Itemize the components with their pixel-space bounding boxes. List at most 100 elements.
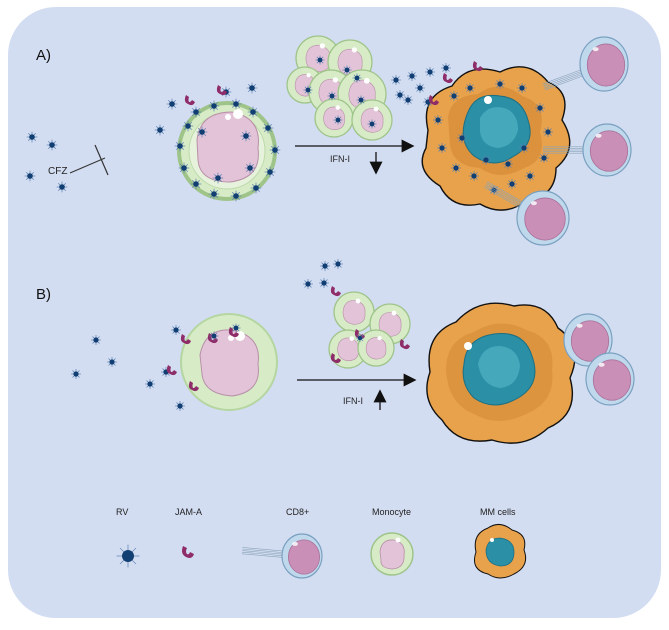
- panel-a-label: A): [36, 47, 51, 64]
- legend-label-mm-cells: MM cells: [480, 507, 516, 517]
- virus-icon: [449, 91, 459, 101]
- virus-icon: [246, 82, 258, 94]
- virus-icon: [116, 544, 140, 568]
- receptor-icon: [216, 85, 227, 96]
- virus-icon: [269, 144, 281, 156]
- virus-icon: [441, 63, 451, 73]
- virus-icon: [433, 115, 443, 125]
- mm-cell-icon: [474, 524, 527, 579]
- virus-icon: [525, 171, 535, 181]
- receptor-icon: [442, 73, 453, 84]
- virus-icon: [342, 65, 352, 75]
- virus-icon: [465, 83, 475, 93]
- virus-icon: [539, 153, 549, 163]
- virus-icon: [457, 133, 467, 143]
- virus-icon: [196, 126, 208, 138]
- legend-label-rv: RV: [116, 507, 128, 517]
- receptor-icon: [207, 333, 218, 344]
- virus-icon: [319, 278, 329, 288]
- cd8-cell: [563, 313, 613, 367]
- virus-icon: [489, 185, 499, 195]
- virus-icon: [481, 155, 491, 165]
- virus-icon: [333, 259, 343, 269]
- virus-icon: [320, 261, 330, 271]
- virus-icon: [495, 79, 505, 89]
- virus-icon: [230, 98, 242, 110]
- panel-b-label: B): [36, 286, 51, 303]
- virus-icon: [352, 73, 362, 83]
- virus-icon: [208, 100, 220, 112]
- cd8-cells-a: [484, 36, 632, 246]
- virus-icon: [327, 91, 337, 101]
- virus-icon: [264, 166, 276, 178]
- virus-icon: [26, 131, 38, 143]
- cd8-cell: [484, 181, 570, 246]
- receptor-icon: [330, 286, 341, 297]
- virus-icon: [425, 67, 435, 77]
- receptor-icon: [354, 329, 365, 340]
- monocyte-icon: [370, 532, 414, 576]
- virus-icon: [209, 331, 219, 341]
- virus-cluster-mm-a: [391, 61, 553, 195]
- virus-icon: [415, 83, 425, 93]
- virus-icon: [24, 170, 36, 182]
- legend: RV JAM-A CD8+ Monocyte MM cells: [116, 507, 527, 579]
- cd8-cell: [542, 36, 629, 92]
- virus-icon: [407, 71, 417, 81]
- legend-label-cd8: CD8+: [286, 507, 309, 517]
- free-virus-group-b: [71, 259, 343, 411]
- cfz-label: CFZ: [48, 166, 67, 177]
- virus-icon: [145, 379, 155, 389]
- virus-icon: [154, 124, 166, 136]
- monocyte-cluster-b: [328, 286, 411, 369]
- virus-icon: [403, 95, 413, 105]
- mm-cell-a: [421, 66, 571, 211]
- virus-icon: [543, 127, 553, 137]
- virus-icon: [244, 162, 256, 174]
- monocyte-cluster-a: [286, 35, 393, 141]
- arrow-a: IFN-I: [295, 139, 415, 175]
- virus-icon: [174, 140, 186, 152]
- arrow-b: IFN-I: [297, 373, 417, 410]
- monocyte-small: [314, 98, 354, 138]
- virus-icon: [367, 119, 377, 129]
- mm-cell-b: [426, 302, 576, 444]
- virus-icon: [247, 106, 259, 118]
- virus-icon: [190, 106, 202, 118]
- virus-icon: [507, 179, 517, 189]
- virus-icon: [315, 55, 325, 65]
- cd8-cells-b: [563, 313, 635, 406]
- virus-icon: [231, 323, 241, 333]
- virus-icon: [519, 143, 529, 153]
- virus-icon: [535, 103, 545, 113]
- receptor-icon: [182, 546, 194, 558]
- virus-icon: [262, 122, 274, 134]
- receptor-icon: [399, 339, 410, 350]
- virus-cluster-monocyte-b: [180, 323, 241, 392]
- monocyte-small: [333, 291, 375, 333]
- virus-icon: [395, 90, 405, 100]
- virus-icon: [212, 172, 224, 184]
- virus-icon: [391, 75, 401, 85]
- receptor-icon: [180, 334, 191, 345]
- virus-icon: [356, 95, 366, 105]
- receptor-icon: [330, 353, 341, 364]
- receptor-icon: [228, 327, 239, 338]
- virus-icon: [517, 83, 527, 93]
- legend-label-monocyte: Monocyte: [372, 507, 411, 517]
- virus-icon: [230, 190, 242, 202]
- virus-icon: [116, 544, 140, 568]
- virus-icon: [240, 130, 252, 142]
- virus-icon: [91, 335, 101, 345]
- monocyte-b: [180, 313, 278, 411]
- receptor-icon: [472, 61, 483, 72]
- receptor-icon: [166, 365, 177, 376]
- ifn-label-a: IFN-I: [330, 154, 350, 164]
- virus-icon: [208, 188, 220, 200]
- monocyte-small: [357, 329, 395, 367]
- virus-icon: [171, 325, 181, 335]
- receptor-icon: [428, 95, 439, 106]
- free-virus-group-a: [24, 131, 68, 193]
- cd8-cell: [585, 352, 635, 406]
